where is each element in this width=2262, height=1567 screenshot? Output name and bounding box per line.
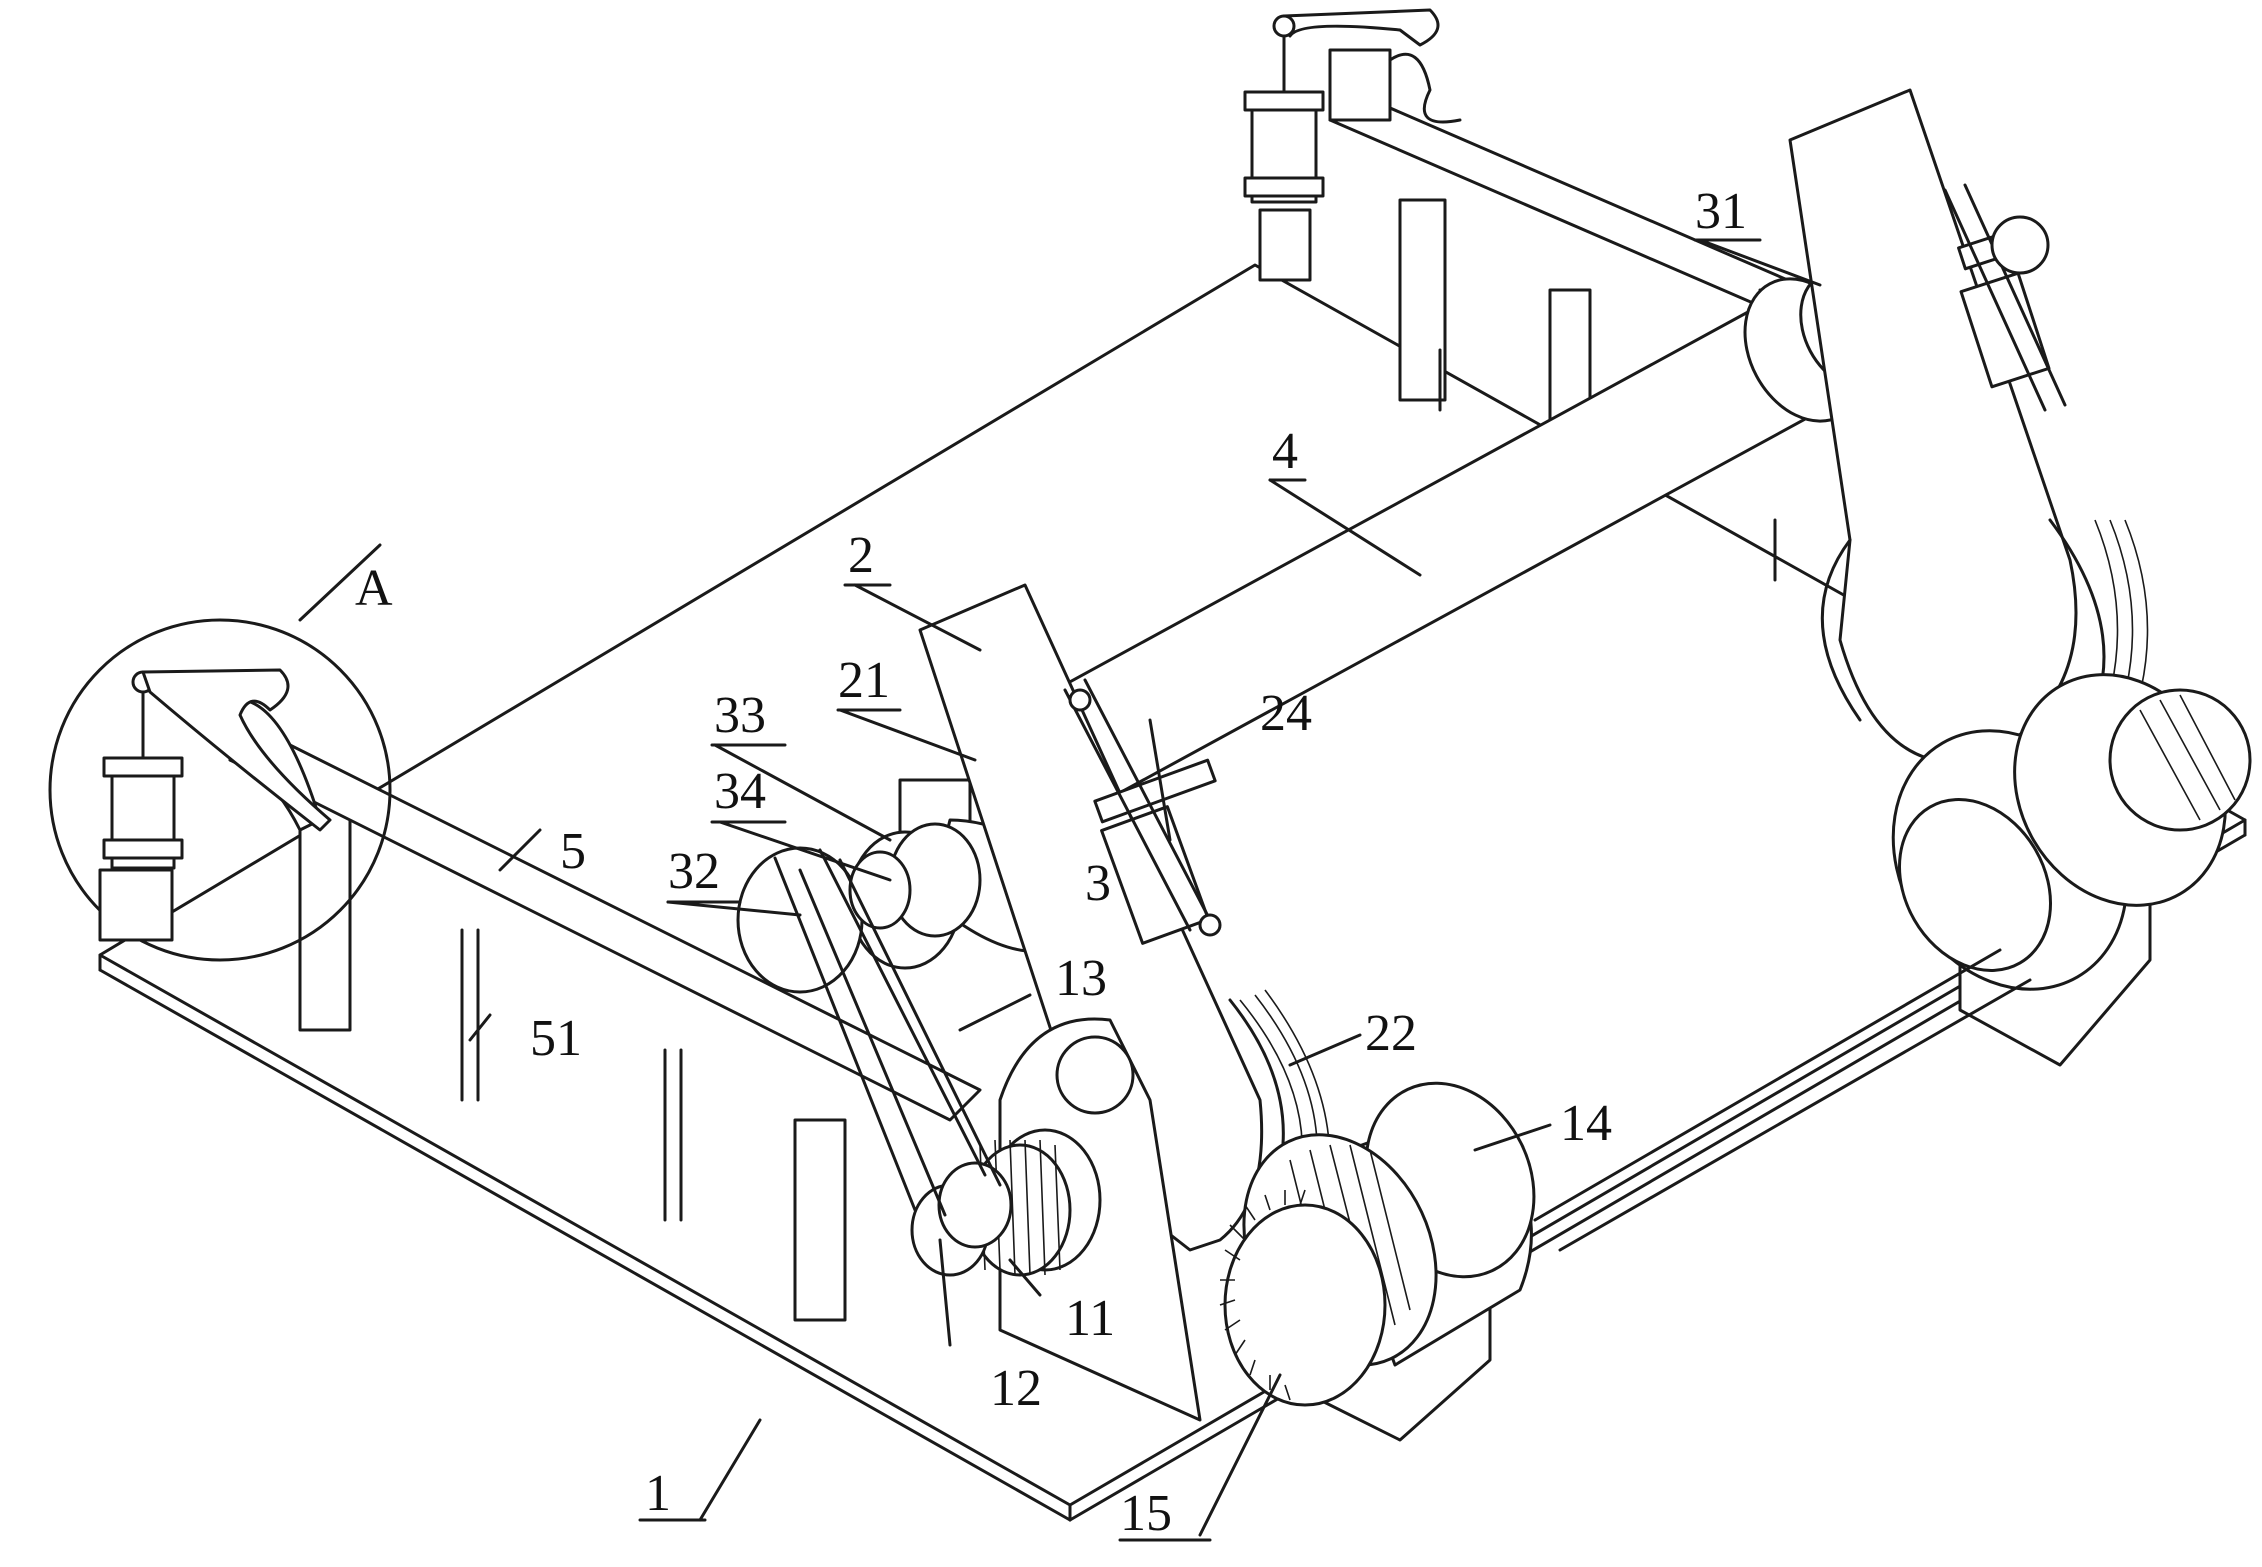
label-15: 15 (1120, 1485, 1172, 1542)
label-32: 32 (668, 843, 720, 900)
label-3: 3 (1085, 855, 1111, 912)
label-11: 11 (1065, 1290, 1115, 1347)
label-22: 22 (1365, 1005, 1417, 1062)
label-21: 21 (838, 652, 890, 709)
label-34: 34 (714, 763, 766, 820)
label-2: 2 (848, 527, 874, 584)
label-14: 14 (1560, 1095, 1612, 1152)
label-31: 31 (1695, 183, 1747, 240)
label-5: 5 (560, 823, 586, 880)
label-13: 13 (1055, 950, 1107, 1007)
label-a: A (355, 560, 393, 617)
lower-pulley (939, 1163, 1011, 1247)
label-33: 33 (714, 687, 766, 744)
label-24: 24 (1260, 685, 1312, 742)
label-4: 4 (1272, 423, 1298, 480)
label-1: 1 (645, 1465, 671, 1522)
label-51: 51 (530, 1010, 582, 1067)
label-12: 12 (990, 1360, 1042, 1417)
spur-gear (1225, 1205, 1385, 1405)
